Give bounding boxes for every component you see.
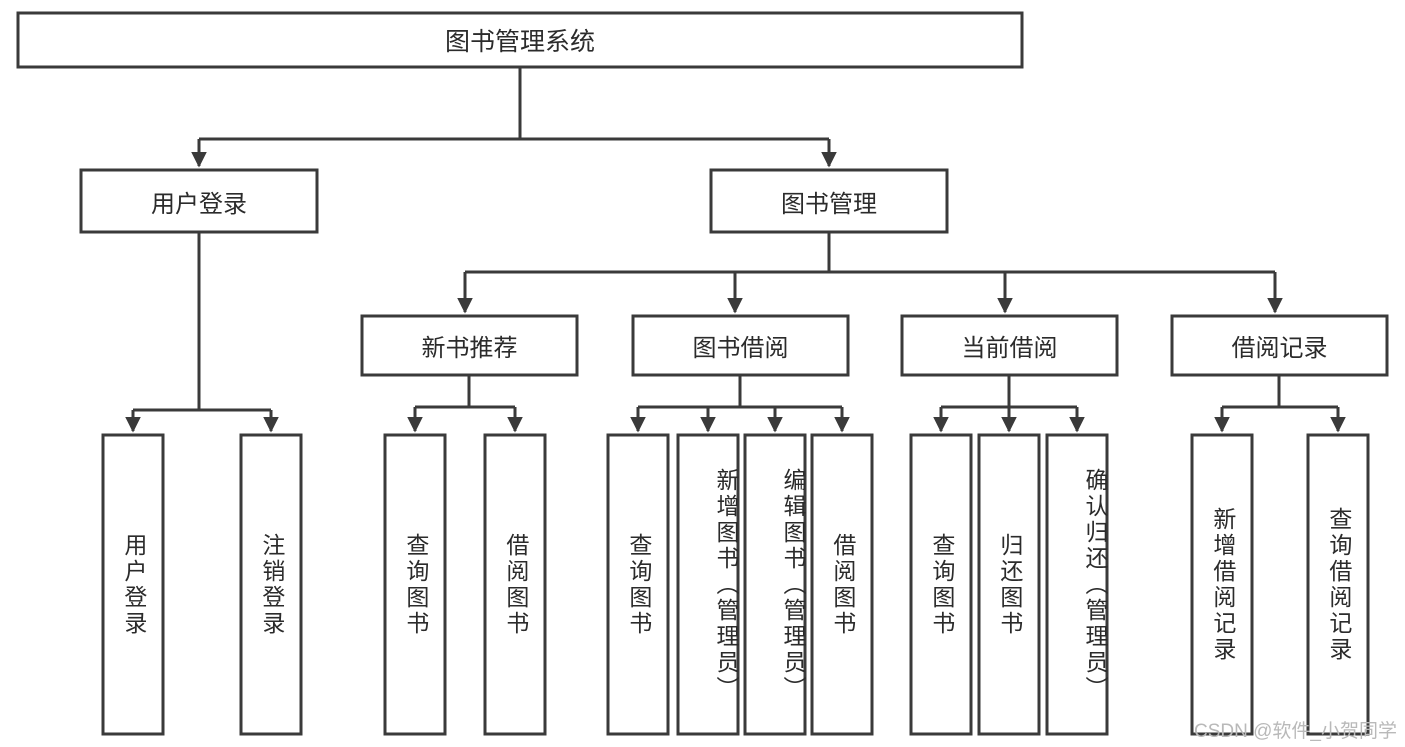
leaf-box-cb-return-book[interactable] xyxy=(977,433,1041,736)
node-root-system[interactable] xyxy=(16,11,1024,69)
leaf-box-br-query-record[interactable] xyxy=(1306,433,1370,736)
node-current-borrow[interactable] xyxy=(900,314,1119,377)
node-book-manage[interactable] xyxy=(709,168,949,234)
node-borrow-record[interactable] xyxy=(1170,314,1389,377)
leaf-box-nb-borrow-book[interactable] xyxy=(483,433,547,736)
leaf-box-cb-query-book[interactable] xyxy=(909,433,973,736)
leaf-box-cb-confirm-return[interactable] xyxy=(1045,433,1109,736)
leaf-box-bb-borrow-book[interactable] xyxy=(810,433,874,736)
leaf-box-bb-query-book[interactable] xyxy=(606,433,670,736)
leaf-box-bb-edit-book[interactable] xyxy=(743,433,807,736)
leaf-box-nb-query-book[interactable] xyxy=(383,433,447,736)
node-new-book-recommend[interactable] xyxy=(360,314,579,377)
leaf-box-bb-add-book[interactable] xyxy=(676,433,740,736)
node-book-borrow[interactable] xyxy=(631,314,850,377)
node-user-login[interactable] xyxy=(79,168,319,234)
leaf-box-logout[interactable] xyxy=(239,433,303,736)
leaf-box-br-add-record[interactable] xyxy=(1190,433,1254,736)
leaf-box-user-login[interactable] xyxy=(101,433,165,736)
